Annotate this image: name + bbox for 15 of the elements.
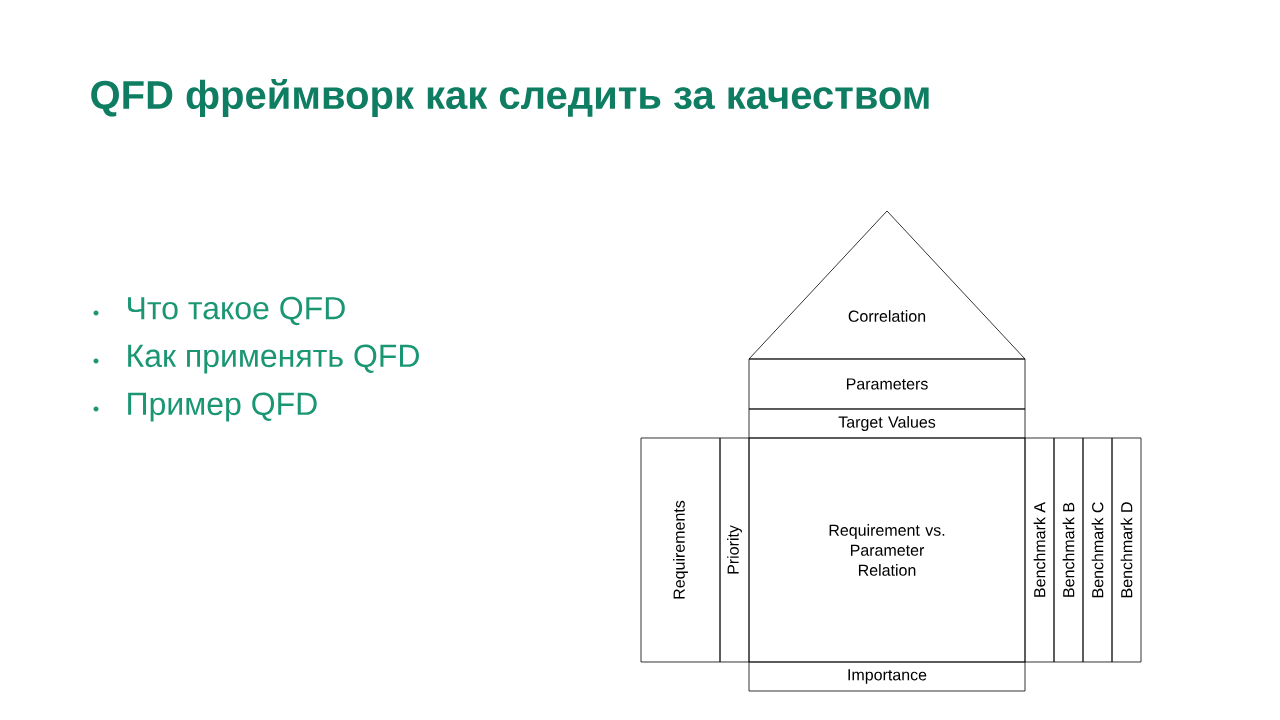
- matrix-column: Benchmark D: [1111, 437, 1142, 663]
- bullet-text: Как применять QFD: [128, 344, 419, 374]
- matrix-band: Importance: [748, 661, 1026, 692]
- matrix-column: Benchmark C: [1082, 437, 1113, 663]
- bullet-text: Что такое QFD: [128, 296, 345, 326]
- matrix-band: Target Values: [748, 408, 1026, 439]
- matrix-box: Requirement vs. Parameter Relation: [748, 437, 1026, 663]
- matrix-column: Requirements: [640, 437, 721, 663]
- title: QFD фреймворк как следить за качеством: [91, 78, 929, 117]
- bullet-text: Пример QFD: [128, 392, 317, 422]
- matrix-column: Benchmark A: [1024, 437, 1055, 663]
- matrix-band: Parameters: [748, 358, 1026, 410]
- matrix-column: Priority: [719, 437, 750, 663]
- matrix-column: Benchmark B: [1053, 437, 1084, 663]
- roof-triangle: Correlation: [748, 210, 1026, 360]
